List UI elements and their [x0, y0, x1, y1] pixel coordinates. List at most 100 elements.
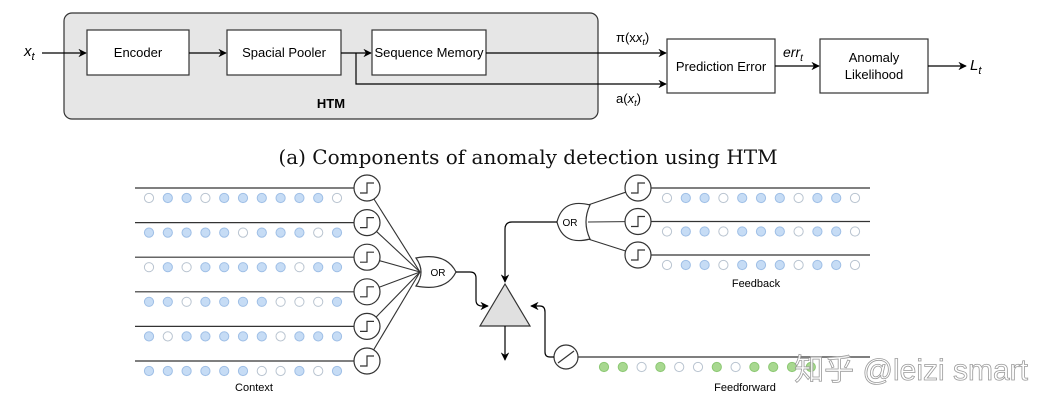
active-cell: [313, 331, 324, 342]
active-cell: [162, 227, 173, 238]
output-label: Lt: [970, 57, 982, 77]
active-cell: [831, 226, 842, 237]
context-section: [135, 174, 421, 377]
active-cell: [755, 226, 767, 237]
input-label: xt: [23, 43, 36, 63]
encoder-label: Encoder: [114, 45, 163, 60]
context-to-or-edge: [373, 198, 421, 273]
spatial-pooler-label: Spacial Pooler: [242, 45, 326, 60]
active-cell: [812, 259, 823, 271]
active-cell: [256, 331, 267, 342]
active-cell: [200, 227, 211, 238]
active-cell: [200, 262, 211, 273]
inactive-cell: [143, 262, 155, 273]
active-cell: [774, 259, 785, 271]
context-to-or-edge: [373, 271, 421, 351]
context-cell-row: [143, 331, 343, 342]
feedback-cell-row: [661, 259, 861, 271]
prediction-error-block: Prediction Error: [666, 38, 776, 94]
context-to-or-edge: [379, 260, 421, 273]
active-cell: [200, 296, 211, 307]
active-cell: [294, 331, 305, 342]
active-cell: [143, 331, 155, 342]
pooler-to-error-edge: [355, 53, 667, 89]
active-cell: [331, 331, 343, 342]
encoder-block: Encoder: [86, 29, 190, 76]
active-cell: [699, 259, 710, 271]
htm-pipeline: HTM xt Encoder Spacial Pooler Sequence M…: [23, 12, 982, 120]
active-cell: [805, 361, 816, 373]
active-cell: [294, 227, 305, 238]
active-cell: [786, 361, 798, 373]
inactive-cell: [143, 192, 155, 204]
active-cell: [256, 227, 267, 238]
active-cell: [655, 361, 666, 373]
active-cell: [275, 227, 286, 238]
feedback-to-or-edge: [587, 191, 626, 206]
active-cell: [143, 296, 155, 307]
inactive-cell: [661, 226, 673, 237]
inactive-cell: [181, 296, 192, 307]
active-cell: [768, 361, 779, 373]
active-cell: [737, 226, 748, 237]
active-cell: [237, 296, 249, 307]
active-cell: [219, 296, 230, 307]
active-cell: [680, 259, 691, 271]
feedforward-cell-row: [598, 361, 816, 373]
active-cell: [200, 365, 211, 377]
active-cell: [711, 361, 722, 373]
active-cell: [162, 365, 173, 377]
context-threshold-unit: [353, 347, 381, 375]
inactive-cell: [730, 361, 741, 373]
active-cell: [774, 192, 785, 204]
active-cell: [181, 227, 192, 238]
active-cell: [331, 296, 343, 307]
inactive-cell: [793, 259, 804, 271]
feedback-or-label: OR: [563, 218, 578, 229]
context-or-label: OR: [431, 268, 446, 279]
feedback-or-gate: OR: [556, 202, 591, 242]
context-or-gate: OR: [414, 256, 457, 288]
feedback-label: Feedback: [732, 278, 781, 290]
inactive-cell: [849, 226, 861, 237]
active-cell: [219, 331, 230, 342]
active-cell: [219, 192, 230, 204]
inactive-cell: [237, 227, 249, 238]
active-cell: [737, 192, 748, 204]
inactive-cell: [313, 227, 324, 238]
feedforward-label: Feedforward: [714, 382, 776, 394]
feedforward-to-triangle-edge: [530, 301, 554, 358]
context-to-or-edge: [376, 231, 421, 273]
context-threshold-unit: [353, 312, 381, 340]
context-cell-row: [143, 227, 343, 238]
htm-group-label: HTM: [317, 96, 345, 111]
active-cell: [237, 192, 249, 204]
inactive-cell: [718, 192, 729, 204]
feedback-section: [587, 174, 870, 271]
inactive-cell: [275, 331, 286, 342]
active-cell: [162, 296, 173, 307]
context-cell-row: [143, 296, 343, 307]
active-cell: [737, 259, 748, 271]
active-cell: [313, 262, 324, 273]
active-cell: [162, 192, 173, 204]
context-threshold-unit: [353, 174, 381, 202]
a-edge-label: a(xt): [616, 91, 641, 108]
context-threshold-unit: [353, 243, 381, 271]
active-cell: [812, 226, 823, 237]
active-cell: [219, 262, 230, 273]
active-cell: [598, 361, 610, 373]
active-cell: [256, 192, 267, 204]
active-cell: [237, 262, 249, 273]
active-cell: [143, 365, 155, 377]
context-cell-row: [143, 192, 343, 204]
active-cell: [219, 227, 230, 238]
inactive-cell: [181, 262, 192, 273]
active-cell: [200, 331, 211, 342]
feedback-cell-row: [661, 226, 861, 237]
active-cell: [237, 331, 249, 342]
active-cell: [181, 192, 192, 204]
anomaly-likelihood-block: Anomaly Likelihood: [819, 38, 929, 94]
anomaly-likelihood-label-1: Anomaly: [849, 50, 900, 65]
